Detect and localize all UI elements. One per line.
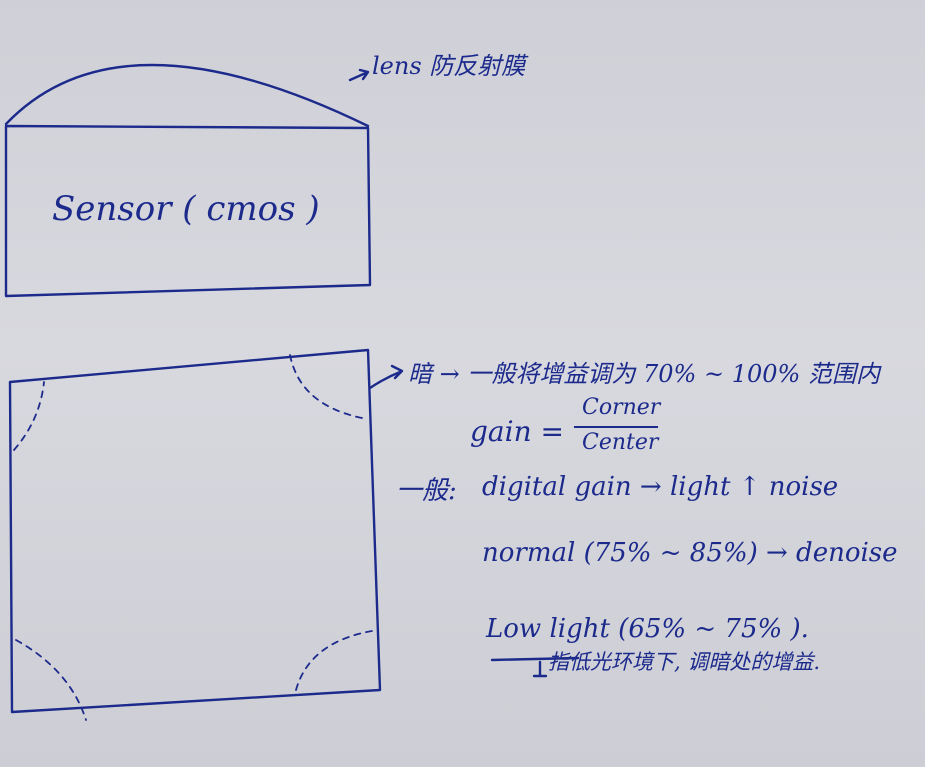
dark-arrow <box>368 364 404 390</box>
general-line-2: normal (75% ~ 85%) → denoise <box>482 538 898 568</box>
sensor-label: Sensor ( cmos ) <box>52 189 320 229</box>
general-footnote: 指低光环境下, 调暗处的增益. <box>548 650 821 674</box>
image-field-box <box>8 348 382 714</box>
gain-numerator: Corner <box>582 395 661 420</box>
vignette-arc-bottom-right <box>295 629 379 691</box>
general-line-1: digital gain → light ↑ noise <box>482 472 839 502</box>
lowlight-underline <box>490 656 580 662</box>
lens-label: lens 防反射膜 <box>372 52 526 80</box>
lens-arrow <box>348 68 370 82</box>
lens-dome <box>4 63 370 128</box>
general-prefix: 一般: <box>396 476 457 506</box>
gain-denominator: Center <box>582 430 659 455</box>
vignette-arc-bottom-left <box>15 639 87 721</box>
dark-note: 暗 → 一般将增益调为 70% ~ 100% 范围内 <box>408 360 880 388</box>
gain-fraction-line <box>574 426 658 428</box>
lowlight-pointer <box>532 660 548 678</box>
general-line-3: Low light (65% ~ 75% ). <box>486 614 809 644</box>
sensor-box <box>4 124 372 298</box>
gain-lhs: gain = <box>470 415 564 448</box>
vignette-arc-top-left <box>13 381 45 451</box>
vignette-arc-top-right <box>289 354 363 419</box>
